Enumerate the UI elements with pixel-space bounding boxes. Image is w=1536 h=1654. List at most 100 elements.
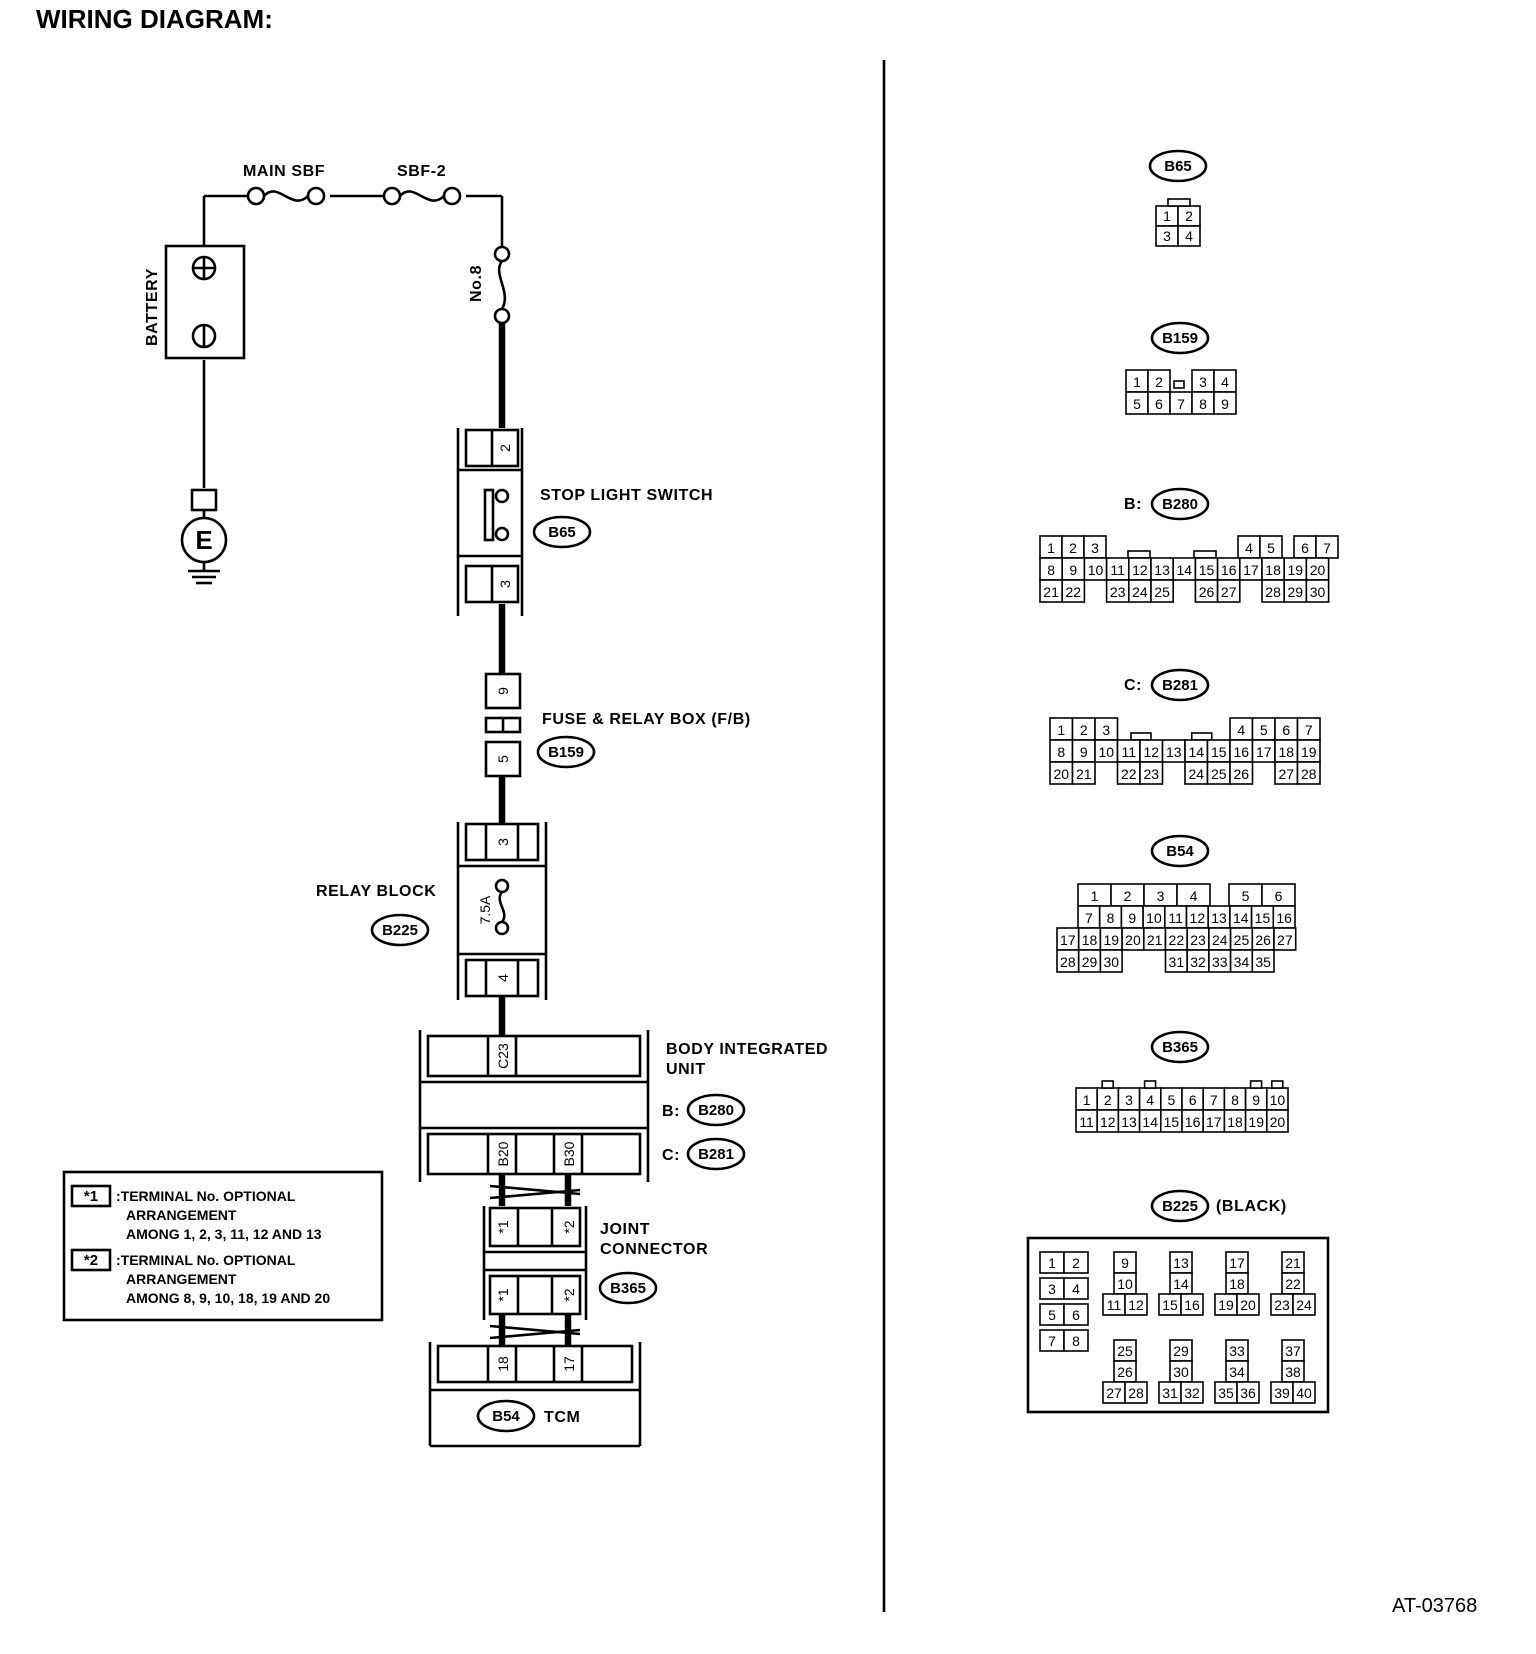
b225-pin-label: 19 <box>1218 1297 1234 1313</box>
b54-pin-label: 14 <box>1233 910 1249 926</box>
b225-color-label: (BLACK) <box>1216 1198 1287 1215</box>
b225-pin-label: 9 <box>1121 1255 1129 1271</box>
b281-pin-label: 3 <box>1102 722 1110 738</box>
relay-block: 7.5A 3 4 RELAY BLOCK B225 <box>316 822 548 1000</box>
b54-pin-label: 12 <box>1190 910 1206 926</box>
legend-box: *1 :TERMINAL No. OPTIONAL ARRANGEMENT AM… <box>62 1170 384 1322</box>
legend-1-line2: ARRANGEMENT <box>126 1207 237 1223</box>
b225-pin-label: 18 <box>1229 1276 1245 1292</box>
b281-pin-label: 20 <box>1053 766 1069 782</box>
b54-pin-label: 28 <box>1060 954 1076 970</box>
b159-callout: B159 <box>548 744 584 761</box>
b54-pin-label: 21 <box>1147 932 1163 948</box>
b281-pin-label: 14 <box>1188 744 1204 760</box>
b365-pin-label: 20 <box>1270 1114 1286 1130</box>
b54-pin-label: 22 <box>1169 932 1185 948</box>
b365-pin-label: 10 <box>1270 1092 1286 1108</box>
b281-pin-label: 21 <box>1076 766 1092 782</box>
connector-lock-tab <box>1271 1080 1284 1089</box>
b280-cell <box>1150 579 1175 603</box>
b280-pin-label: 8 <box>1047 562 1055 578</box>
b54-pin-label: 13 <box>1211 910 1227 926</box>
twisted-pair-upper <box>489 1174 581 1206</box>
b280-pin-label: 9 <box>1069 562 1077 578</box>
b225-pin-label: 33 <box>1229 1343 1245 1359</box>
b281-pin-label: 6 <box>1282 722 1290 738</box>
b280-pin-label: 3 <box>1091 540 1099 556</box>
b159-pin-label: 1 <box>1133 374 1141 390</box>
b225-pin-label: 38 <box>1285 1364 1301 1380</box>
b225-cell <box>1292 1293 1316 1316</box>
legend-2-line1: :TERMINAL No. OPTIONAL <box>116 1252 296 1268</box>
b225-pin-label: 39 <box>1274 1385 1290 1401</box>
relay-block-label: RELAY BLOCK <box>316 883 436 900</box>
b225-callout: B225 <box>382 922 418 939</box>
b365-pin-label: 11 <box>1079 1114 1094 1130</box>
b225-pin-label: 34 <box>1229 1364 1245 1380</box>
b225-cell <box>1124 1381 1148 1404</box>
b281-cell <box>1071 761 1096 785</box>
b54-pin-label: 1 <box>1091 888 1099 904</box>
b280-cell <box>1061 579 1086 603</box>
battery-symbol: BATTERY <box>144 244 246 360</box>
relay-fuse-label: 7.5A <box>477 895 493 924</box>
b225-cell <box>1063 1251 1089 1274</box>
b365-pin-label: 15 <box>1164 1114 1180 1130</box>
b365-pin-label: 18 <box>1227 1114 1243 1130</box>
b280-cell <box>1216 579 1241 603</box>
jc-label-line2: CONNECTOR <box>600 1241 708 1258</box>
b281-pin-label: 23 <box>1143 766 1159 782</box>
b54-pin-label: 17 <box>1060 932 1076 948</box>
rb-pin-4: 4 <box>495 974 511 982</box>
b54-pin-label: 7 <box>1085 910 1093 926</box>
b159-cell <box>1213 391 1237 415</box>
b54-cell <box>1273 927 1297 951</box>
b159-pin-label: 6 <box>1155 396 1163 412</box>
b280-pin-label: 12 <box>1132 562 1148 578</box>
b159-pin-label: 3 <box>1199 374 1207 390</box>
b281-cell <box>1139 761 1164 785</box>
b225-pin-label: 1 <box>1048 1255 1056 1271</box>
b281-pin-label: 9 <box>1080 744 1088 760</box>
b280-pin-label: 29 <box>1288 584 1304 600</box>
b365-pin-label: 12 <box>1100 1114 1116 1130</box>
b225-pin-label: 2 <box>1072 1255 1080 1271</box>
b281-pin-label: 13 <box>1166 744 1182 760</box>
b280-pin-label: 11 <box>1110 562 1125 578</box>
b225-pin-label: 31 <box>1162 1385 1178 1401</box>
stop-light-switch: 2 3 STOP LIGHT SWITCH B65 <box>456 428 713 616</box>
fuse-relay-box-label: FUSE & RELAY BOX (F/B) <box>542 711 751 728</box>
biu-pin-b30: B30 <box>561 1141 577 1166</box>
b280-pin-label: 13 <box>1154 562 1170 578</box>
biu-label-line2: UNIT <box>666 1061 706 1078</box>
b225-pin-label: 12 <box>1128 1297 1144 1313</box>
b281-pin-label: 5 <box>1260 722 1268 738</box>
b159-pin-label: 4 <box>1221 374 1229 390</box>
b225-pin-label: 13 <box>1173 1255 1189 1271</box>
b54-pin-label: 25 <box>1234 932 1250 948</box>
b281-pin-label: 16 <box>1233 744 1249 760</box>
b280-cell <box>1305 579 1330 603</box>
b281-pin-label: 11 <box>1121 744 1136 760</box>
b54-callout: B54 <box>492 1408 520 1425</box>
b54-pin-label: 34 <box>1234 954 1250 970</box>
b54-pin-label: 8 <box>1107 910 1115 926</box>
sw-pin-3: 3 <box>497 580 513 588</box>
b54-pin-label: 3 <box>1157 888 1165 904</box>
b225-cell <box>1063 1329 1089 1352</box>
b54-pin-label: 27 <box>1277 932 1293 948</box>
b159-pin-label: 9 <box>1221 396 1229 412</box>
b281-pin-label: 19 <box>1301 744 1317 760</box>
b280-pin-label: 20 <box>1310 562 1326 578</box>
b54-pin-label: 26 <box>1255 932 1271 948</box>
b280-pin-label: 23 <box>1110 584 1126 600</box>
b54-pin-label: 15 <box>1255 910 1271 926</box>
b54-pin-label: 32 <box>1190 954 1206 970</box>
b280-pin-label: 6 <box>1301 540 1309 556</box>
b225-pin-label: 35 <box>1218 1385 1234 1401</box>
sbf2-fusible-link: SBF-2 <box>382 163 462 206</box>
b159-pin-label: 2 <box>1155 374 1163 390</box>
